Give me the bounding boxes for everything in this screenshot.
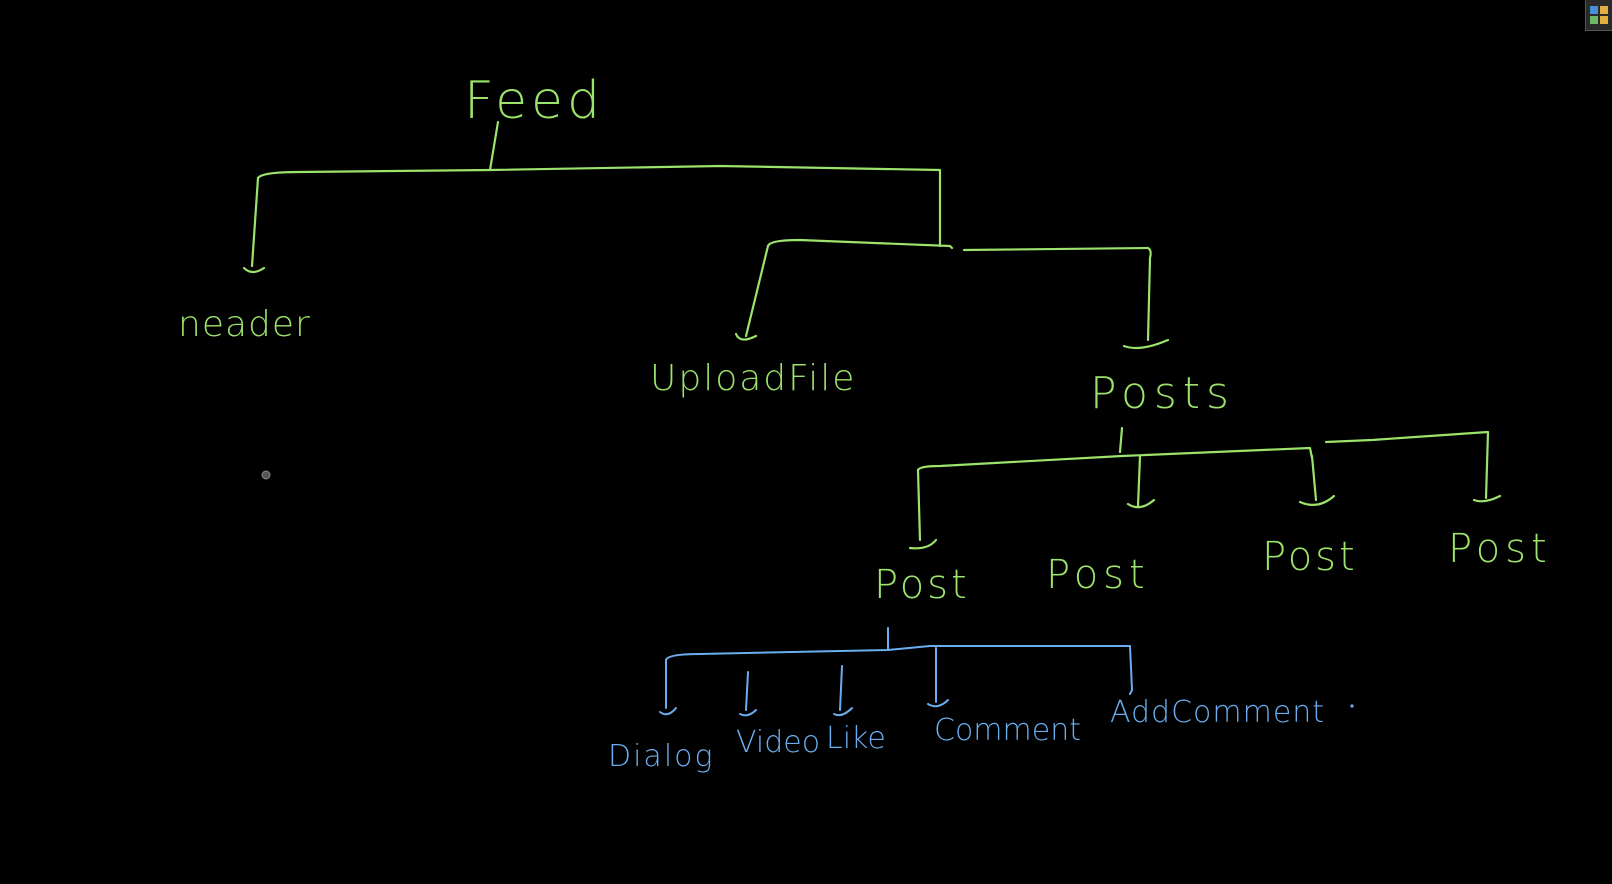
toolbar-icon[interactable] [1585, 0, 1612, 31]
node-post-1: Post [874, 562, 970, 608]
node-add-comment: AddComment [1110, 695, 1325, 730]
node-video: Video [736, 725, 820, 760]
node-posts: Posts [1090, 368, 1235, 419]
node-like: Like [826, 721, 886, 756]
stray-dot [1350, 704, 1354, 708]
feed-connectors [242, 120, 1170, 350]
node-upload-file: UploadFile [650, 358, 856, 399]
node-header: neader [178, 304, 311, 345]
node-feed: Feed [464, 71, 604, 131]
node-post-2: Post [1046, 552, 1150, 598]
node-post-3: Post [1262, 534, 1358, 580]
node-dialog: Dialog [608, 739, 715, 774]
node-comment: Comment [934, 713, 1081, 748]
node-post-4: Post [1448, 526, 1552, 572]
post-children-connectors [659, 627, 1133, 717]
posts-connectors [908, 426, 1502, 550]
pen-cursor [261, 470, 271, 480]
